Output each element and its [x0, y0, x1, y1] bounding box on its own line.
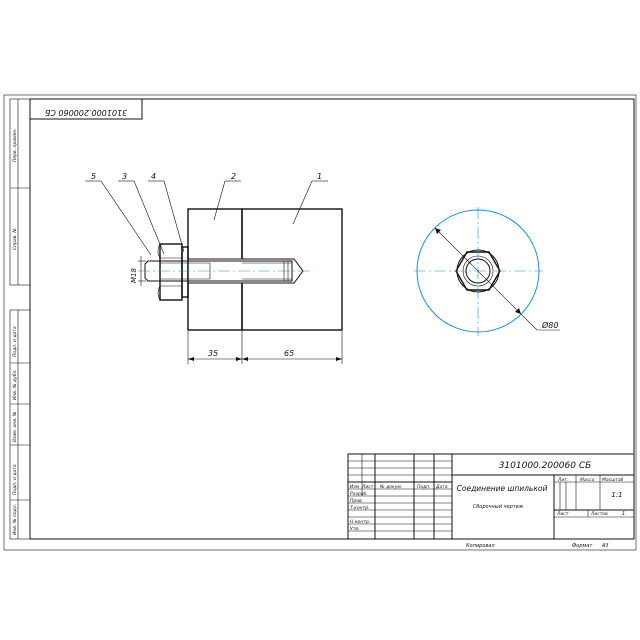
- tb-change: Изм: [350, 484, 360, 490]
- top-designation-box: 3101000.200060 СБ: [29, 98, 143, 120]
- tb-sheet: Лист: [361, 484, 374, 490]
- mass-value: 1:1: [611, 491, 622, 499]
- drawing-frame: [29, 98, 635, 540]
- washer: [181, 246, 189, 298]
- title-block: Изм Лист № докум. Подп. Дата Разраб. Про…: [347, 453, 635, 540]
- side-label-4: Взам. инв. №: [12, 411, 18, 442]
- tb-t-control: Т.контр.: [350, 505, 370, 511]
- side-view: Ø80: [414, 207, 560, 336]
- tb-approved: Утв.: [350, 526, 359, 532]
- tb-lit: Лит.: [557, 477, 568, 483]
- tb-developed: Разраб.: [350, 491, 368, 497]
- format-label: Формат: [572, 543, 593, 549]
- drawing-doc-type: Сборочный чертеж: [473, 504, 524, 510]
- callout-2: 2: [231, 172, 236, 181]
- side-label-2: Подп. и дата: [12, 326, 18, 357]
- dim-length-left: 35: [208, 349, 218, 358]
- tb-n-control: Н.контр.: [350, 519, 370, 525]
- sheets-label: Листов: [590, 511, 608, 517]
- tb-signature: Подп.: [417, 484, 431, 490]
- dim-thread: M18: [130, 268, 138, 283]
- side-label-5: Подп. и дата: [12, 464, 18, 495]
- side-label-3: Инв. № дубл.: [12, 369, 18, 400]
- dimensions: M18 35 65: [130, 256, 343, 364]
- side-label-1: Справ. №: [12, 228, 18, 250]
- sheet-label: Лист: [556, 511, 569, 517]
- tb-date: Дата: [435, 484, 448, 490]
- drawing-name: Соединение шпилькой: [457, 484, 548, 493]
- sheets-count: 1: [622, 511, 625, 517]
- copied-label: Копировал: [466, 543, 495, 549]
- format-value: А3: [601, 543, 609, 549]
- callouts: 5 3 4 2 1: [85, 172, 328, 256]
- tb-mass: Масса: [580, 477, 595, 483]
- tb-doc-no: № докум.: [379, 484, 402, 490]
- left-side-stamp: Перв. примен. Справ. № Подп. и дата Инв.…: [9, 98, 31, 540]
- tb-scale: Масштаб: [602, 477, 624, 483]
- callout-4: 4: [151, 172, 156, 181]
- callout-5: 5: [91, 172, 96, 181]
- designation-mirrored: 3101000.200060 СБ: [44, 108, 127, 117]
- dim-diameter: Ø80: [541, 320, 558, 330]
- designation: 3101000.200060 СБ: [499, 461, 592, 471]
- sheet-edge: [3, 94, 637, 551]
- side-label-0: Перв. примен.: [12, 128, 18, 162]
- side-label-6: Инв. № подл.: [12, 504, 18, 535]
- callout-3: 3: [122, 172, 127, 181]
- tb-checked: Пров.: [350, 498, 363, 504]
- dim-length-right: 65: [284, 349, 294, 358]
- callout-1: 1: [317, 172, 322, 181]
- front-view: [138, 208, 343, 331]
